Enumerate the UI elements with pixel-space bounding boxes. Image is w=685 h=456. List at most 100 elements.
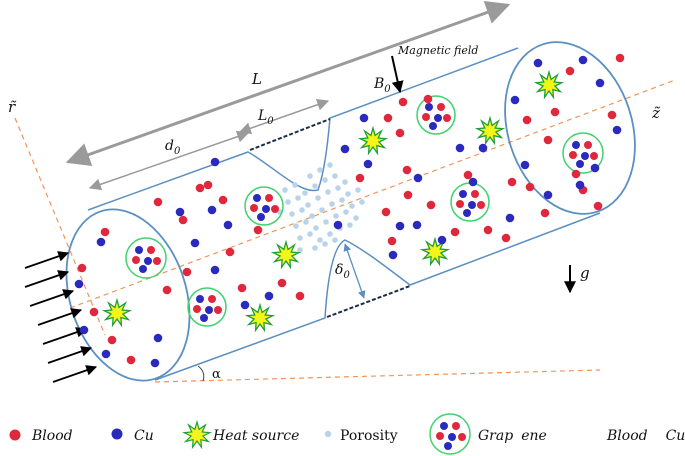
graphene-blood-dot <box>208 295 216 303</box>
label-gravity: g <box>580 264 590 282</box>
graphene-blood-dot <box>153 257 161 265</box>
graphene-ring <box>416 95 456 135</box>
legend-heat-source-icon <box>181 419 213 450</box>
cu-particle <box>79 325 89 335</box>
legend-graphene-dot <box>448 433 456 441</box>
blood-particle <box>100 227 110 237</box>
cu-particle <box>101 349 111 359</box>
label-B0: B0 <box>373 76 391 95</box>
cu-particle <box>74 279 84 289</box>
blood-particle <box>218 195 228 205</box>
blood-particle <box>525 182 535 192</box>
label-L: L <box>251 70 262 88</box>
porosity-dot <box>359 199 365 205</box>
legend-graphene-dot <box>440 422 448 430</box>
stenosis-bottom-dash <box>326 285 411 318</box>
label-d0: d0 <box>165 138 181 157</box>
graphene-blood-dot <box>471 190 479 198</box>
alpha-angle-arc <box>197 365 205 382</box>
porosity-dot <box>289 211 295 217</box>
porosity-dot <box>343 209 349 215</box>
stenosis-top-dash <box>249 118 331 151</box>
heat-source-icon <box>270 239 302 270</box>
cu-particle <box>412 220 422 230</box>
cu-particle <box>210 265 220 275</box>
cu-particle <box>590 163 600 173</box>
artery-tube <box>65 41 636 382</box>
cu-particle <box>543 190 553 200</box>
heat-source-icon <box>419 236 451 267</box>
cu-particle <box>363 159 373 169</box>
legend-porosity-label: Porosity <box>340 428 398 444</box>
tube-inlet-cap <box>65 208 191 382</box>
blood-particle <box>540 208 550 218</box>
heat-source-icon <box>474 115 506 146</box>
heat-source-icon <box>244 302 276 333</box>
porosity-particles <box>277 162 365 253</box>
porosity-dot <box>335 185 341 191</box>
label-magnetic-field: Magnetic field <box>397 44 478 57</box>
legend-blood-label: Blood <box>31 428 73 444</box>
graphene-cu-dot <box>257 213 265 221</box>
dimension-arrow-d0 <box>88 130 250 191</box>
porosity-dot <box>339 197 345 203</box>
blood-particle <box>195 183 205 193</box>
heat-source-icon <box>533 69 565 100</box>
blood-particle <box>107 335 117 345</box>
blood-particle <box>203 180 213 190</box>
porosity-dot <box>293 223 299 229</box>
cu-particle <box>240 300 250 310</box>
porosity-dot <box>342 179 348 185</box>
tube-outlet-cap <box>504 41 636 215</box>
porosity-dot <box>325 189 331 195</box>
graphene-cu-dot <box>262 205 270 213</box>
blood-particle <box>277 278 287 288</box>
porosity-dot <box>307 173 313 179</box>
graphene-cu-dot <box>459 190 467 198</box>
cu-particle <box>223 220 233 230</box>
blood-particle <box>387 236 397 246</box>
porosity-dot <box>292 182 298 188</box>
r-axis-line <box>14 117 106 336</box>
nanoparticles <box>74 53 625 368</box>
cu-particle <box>437 235 447 245</box>
cu-particle <box>468 177 478 187</box>
cu-particle <box>150 358 160 368</box>
blood-particle <box>615 53 625 63</box>
blood-particle <box>182 267 192 277</box>
inlet-arrow <box>24 251 70 269</box>
cu-particle <box>578 55 588 65</box>
cu-particle <box>359 113 369 123</box>
porosity-dot <box>332 173 338 179</box>
blood-particle <box>126 355 136 365</box>
blood-particle <box>550 107 560 117</box>
label-alpha: α <box>212 367 221 382</box>
porosity-dot <box>349 203 355 209</box>
graphene-blood-dot <box>437 103 445 111</box>
blood-particle <box>253 225 263 235</box>
blood-particle <box>395 128 405 138</box>
tube-top-wall <box>87 47 519 211</box>
cu-particle <box>455 143 465 153</box>
blood-particle <box>426 200 436 210</box>
dimension-arrow-L0 <box>238 98 330 135</box>
porosity-dot <box>297 235 303 241</box>
magnetic-field-arrow <box>391 55 404 94</box>
legend-porosity-dot <box>324 430 332 438</box>
porosity-dot <box>307 231 313 237</box>
porosity-dot <box>332 237 338 243</box>
graphene-cu-dot <box>139 265 147 273</box>
cu-particle <box>190 238 200 248</box>
porosity-dot <box>322 177 328 183</box>
graphene-blood-dot <box>265 194 273 202</box>
porosity-dot <box>297 247 303 253</box>
cu-particle <box>505 213 515 223</box>
blood-particle <box>501 233 511 243</box>
graphene-ring <box>562 132 604 174</box>
blood-particle <box>77 263 87 273</box>
legend-graphene-dot <box>458 433 466 441</box>
porosity-dot <box>285 199 291 205</box>
porosity-dot <box>327 231 333 237</box>
